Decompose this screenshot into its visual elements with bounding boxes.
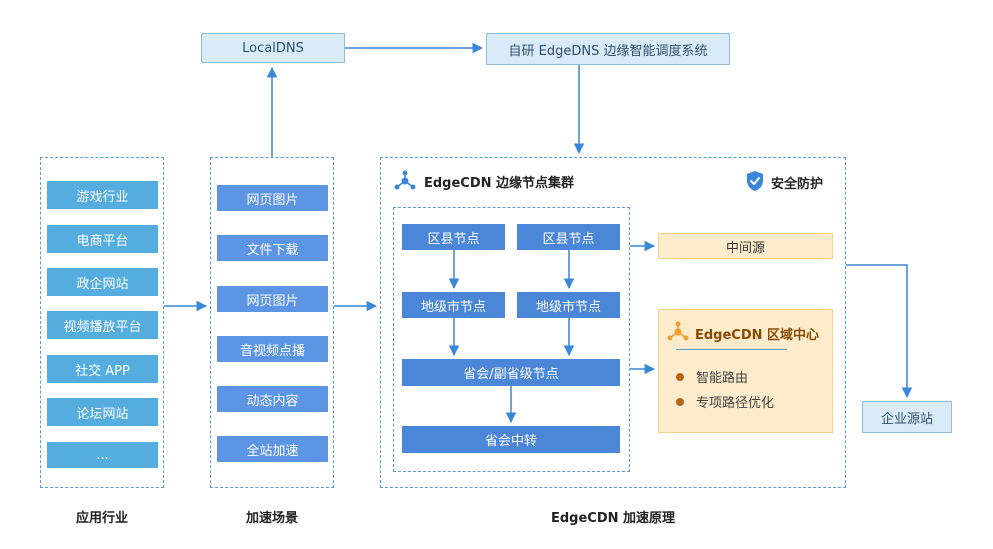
scenario-item: 动态内容 [217,386,328,412]
industry-item: ... [47,442,158,468]
mid-source-box: 中间源 [658,233,833,259]
industry-item-label: 游戏行业 [76,189,129,205]
county-node-right: 区县节点 [517,224,620,250]
city-node-left: 地级市节点 [402,292,505,318]
industry-item: 视频播放平台 [47,311,158,339]
industry-item: 社交 APP [47,355,158,383]
region-cluster-icon [667,321,689,343]
region-item: 专项路径优化 [676,392,774,411]
industry-item: 政企网站 [47,268,158,296]
industry-item: 游戏行业 [47,181,158,209]
edgedns-box: 自研 EdgeDNS 边缘智能调度系统 [486,33,730,65]
cluster-title: EdgeCDN 边缘节点集群 [424,176,575,191]
industry-item-label: 政企网站 [76,276,129,292]
scenario-item-label: 网页图片 [246,192,299,208]
industry-item-label: ... [96,447,109,463]
region-divider [676,349,787,350]
origin-box: 企业源站 [862,401,952,433]
scenario-item: 文件下载 [217,235,328,261]
scenarios-panel [210,157,334,488]
scenario-item: 网页图片 [217,286,328,312]
county-node-right-label: 区县节点 [542,231,595,247]
industry-item-label: 论坛网站 [76,406,129,422]
county-node-left-label: 区县节点 [427,231,480,247]
city-node-right: 地级市节点 [517,292,620,318]
province-node: 省会/副省级节点 [402,359,620,386]
city-node-right-label: 地级市节点 [535,299,601,315]
localdns-label: LocalDNS [242,40,304,56]
bullet-icon [676,397,684,406]
city-node-left-label: 地级市节点 [420,299,486,315]
region-center-box [658,309,833,433]
region-item: 智能路由 [676,367,748,386]
industry-item: 电商平台 [47,225,158,253]
scenario-item: 全站加速 [217,436,328,462]
industries-label: 应用行业 [75,510,128,526]
origin-label: 企业源站 [880,411,933,427]
province-node-label: 省会/副省级节点 [463,367,559,382]
scenarios-label: 加速场景 [245,510,298,526]
shield-icon [745,170,765,192]
relay-node-label: 省会中转 [484,434,537,449]
scenario-item: 音视频点播 [217,336,328,362]
security-label: 安全防护 [771,177,824,192]
cdn-label: EdgeCDN 加速原理 [550,510,676,526]
scenario-item: 网页图片 [217,185,328,211]
region-center-title: EdgeCDN 区域中心 [695,328,820,343]
mid-source-label: 中间源 [725,240,765,256]
cluster-icon [394,170,416,192]
county-node-left: 区县节点 [402,224,505,250]
industry-item: 论坛网站 [47,398,158,426]
industry-item-label: 电商平台 [76,233,129,249]
bullet-icon [676,372,684,381]
scenario-item-label: 动态内容 [246,393,299,409]
region-item-label: 智能路由 [696,371,749,386]
relay-node: 省会中转 [402,426,620,453]
arrow-cdn-origin [846,264,913,399]
region-item-label: 专项路径优化 [696,396,775,411]
edgedns-label: 自研 EdgeDNS 边缘智能调度系统 [508,43,708,59]
scenario-item-label: 音视频点播 [239,343,305,359]
scenario-item-label: 网页图片 [246,293,299,309]
industry-item-label: 视频播放平台 [63,319,142,335]
scenario-item-label: 文件下载 [246,242,299,258]
localdns-box: LocalDNS [201,33,345,63]
scenario-item-label: 全站加速 [246,443,299,459]
industry-item-label: 社交 APP [75,363,130,379]
